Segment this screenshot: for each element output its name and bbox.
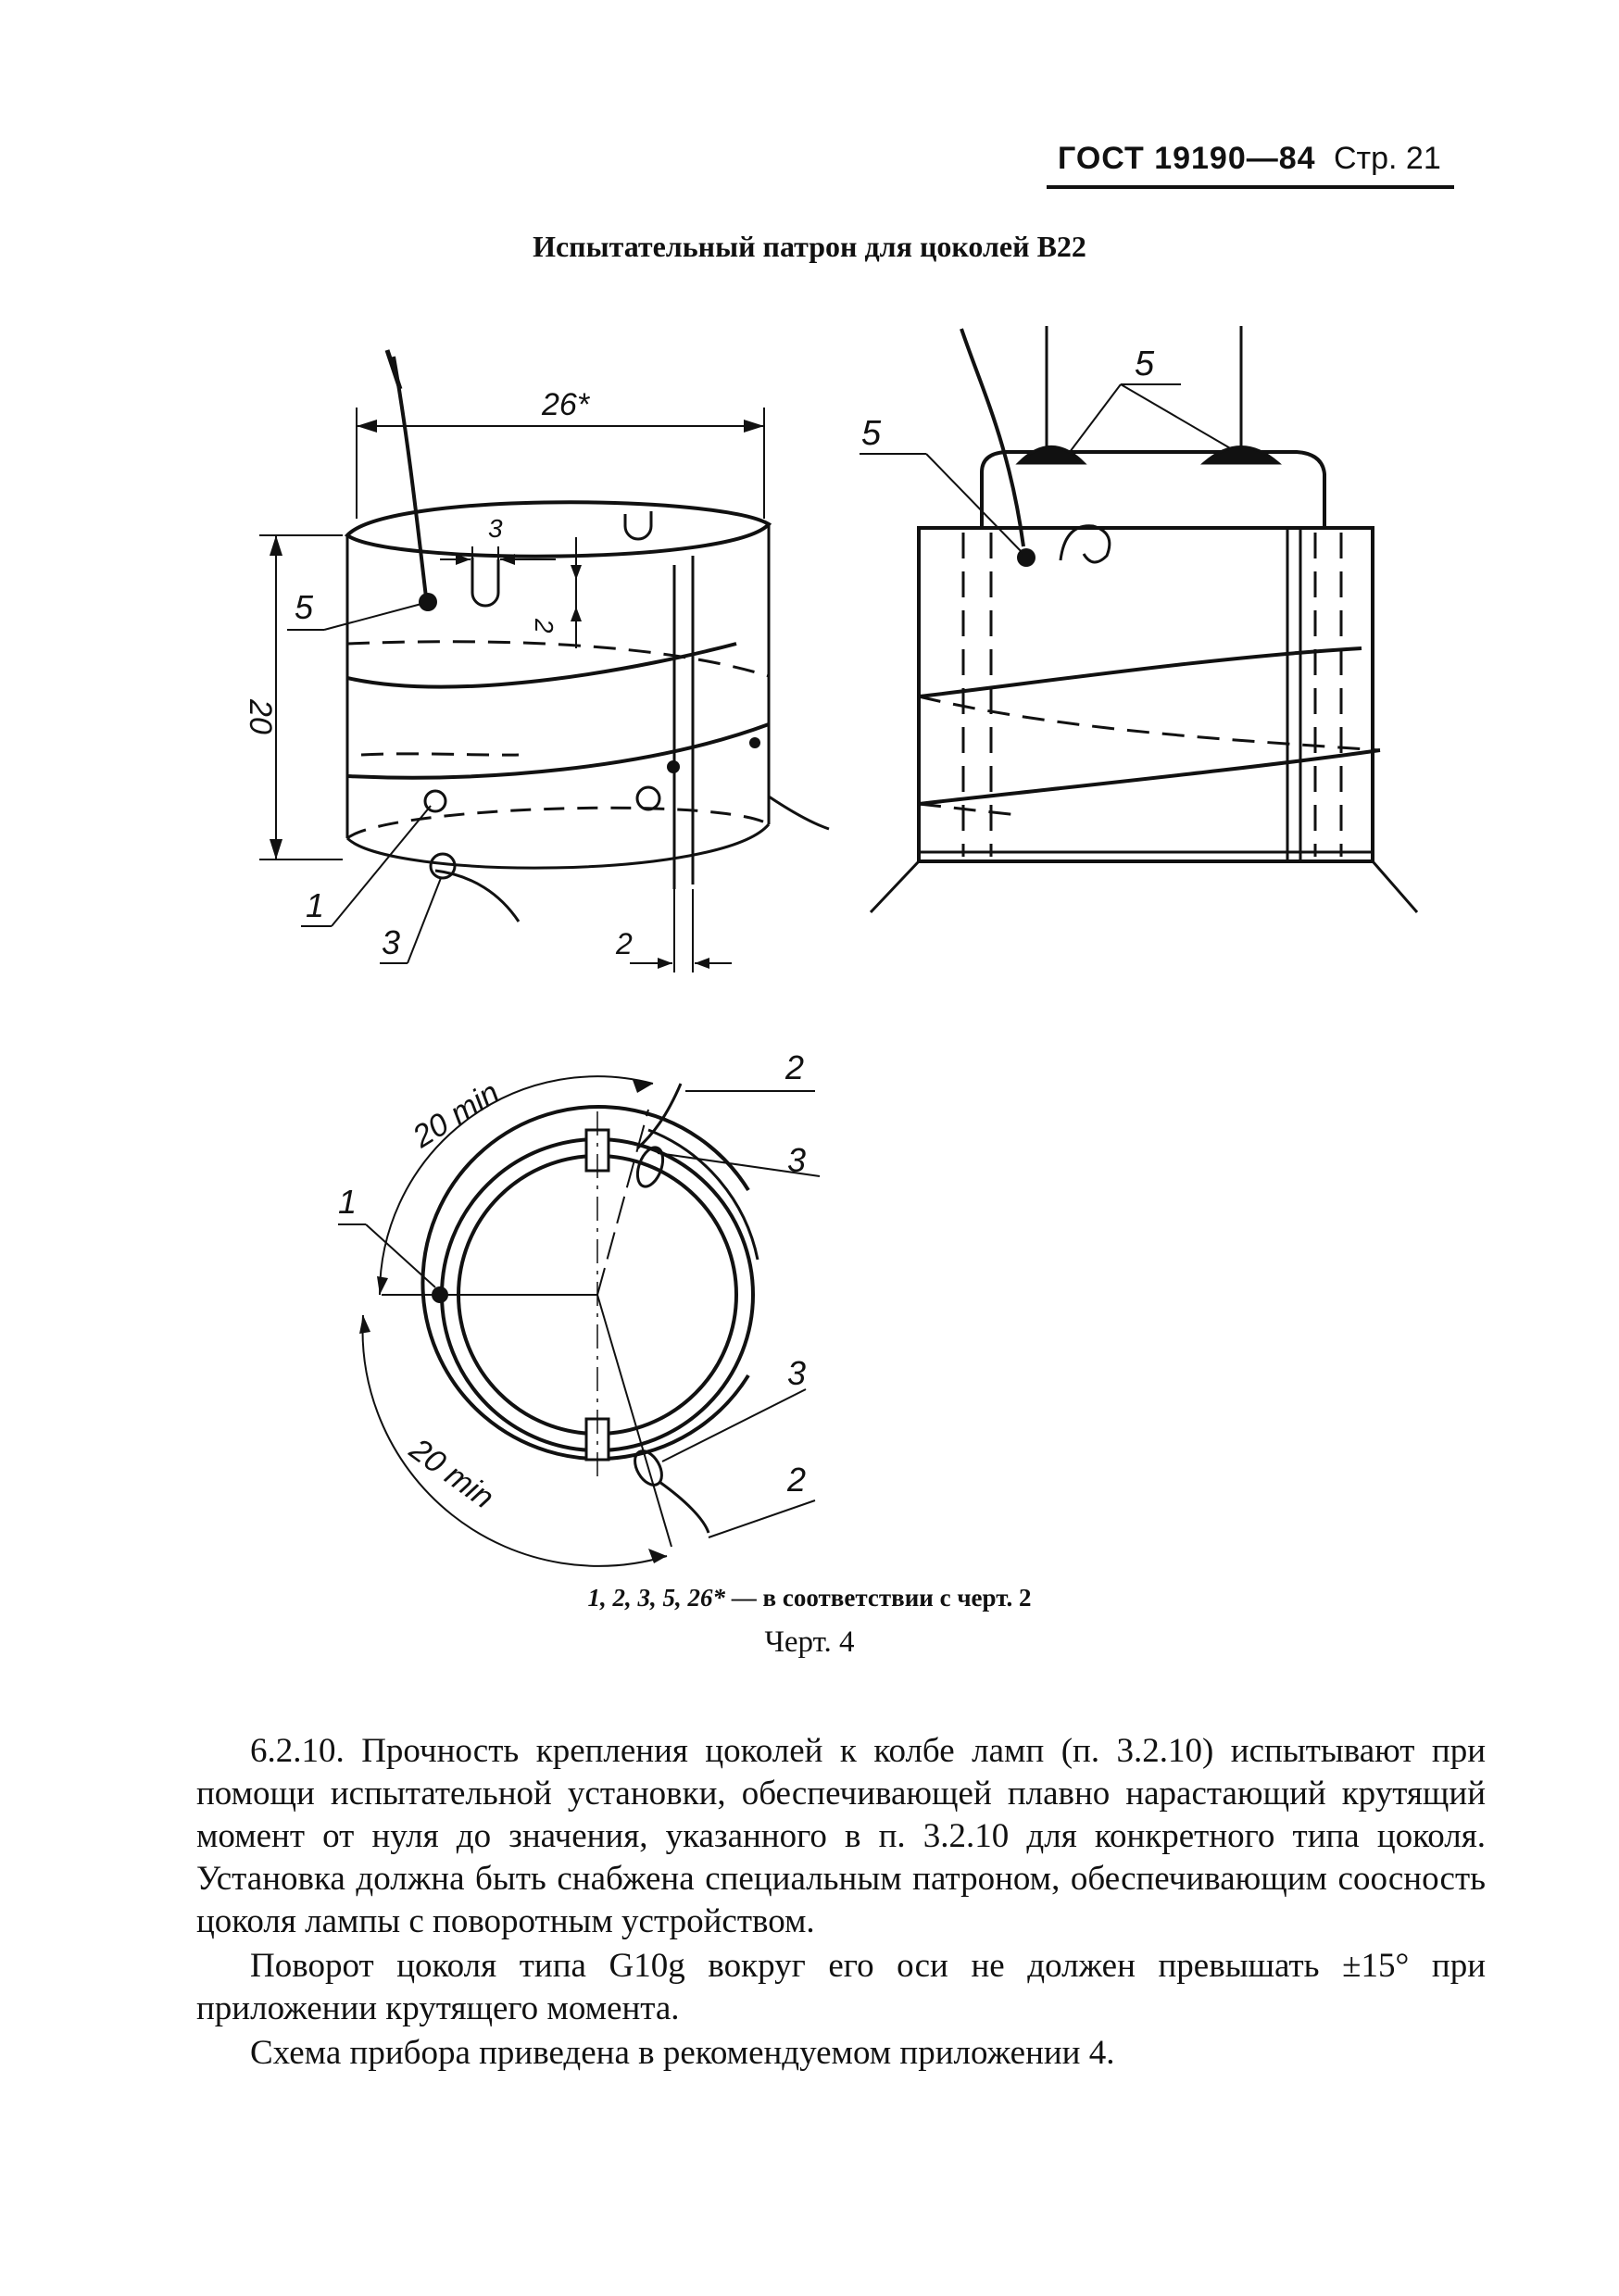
callout-5-right-a: 5 [861,414,882,453]
callout-5-left: 5 [295,588,314,626]
page-header: ГОСТ 19190—84 Стр. 21 [1047,135,1454,189]
page-number: Стр. 21 [1334,141,1441,176]
callout-5-right-b: 5 [1135,345,1155,383]
dim-width-26: 26* [541,387,591,422]
callout-3-plan-bottom: 3 [787,1354,806,1392]
arc-dim-bottom: 20 min [402,1431,500,1515]
callout-3-plan-top: 3 [787,1141,806,1179]
paragraph-rotation: Поворот цоколя типа G10g вокруг его оси … [196,1947,1486,2027]
callout-1-left: 1 [306,886,324,924]
dim-slot-3: 3 [488,514,503,543]
paragraph-appendix: Схема прибора приведена в рекомендуемом … [250,2034,1115,2072]
callout-2-plan-bottom: 2 [786,1461,806,1499]
callout-2-plan-top: 2 [784,1048,804,1086]
legend-text: — в соответствии с черт. 2 [731,1584,1032,1612]
figure-legend: 1, 2, 3, 5, 26* — в соответствии с черт.… [0,1584,1619,1612]
dim-height-20: 20 [243,698,278,734]
dim-slot-2: 2 [530,618,558,634]
callout-1-plan: 1 [338,1183,357,1221]
callout-3-left: 3 [382,923,400,961]
standard-code: ГОСТ 19190—84 [1058,141,1316,176]
holder-front-view [860,326,1419,914]
figure-title: Испытательный патрон для цоколей B22 [533,230,1086,263]
sleeve-plan-view [338,1075,821,1567]
technical-drawing: 26* 20 3 2 2 5 1 3 [243,326,1419,1567]
sleeve-dimension-labels: 26* 20 3 2 2 5 1 3 [243,387,633,961]
legend-numbers: 1, 2, 3, 5, 26* [587,1584,726,1612]
paragraph-6-2-10: 6.2.10. Прочность крепления цоколей к ко… [196,1732,1486,1940]
body-text: 6.2.10. Прочность крепления цоколей к ко… [196,1730,1486,2075]
dim-gap-2: 2 [615,927,633,960]
holder-labels: 5 5 [861,345,1155,453]
sleeve-side-view [259,349,830,972]
figure-caption: Черт. 4 [764,1625,855,1659]
